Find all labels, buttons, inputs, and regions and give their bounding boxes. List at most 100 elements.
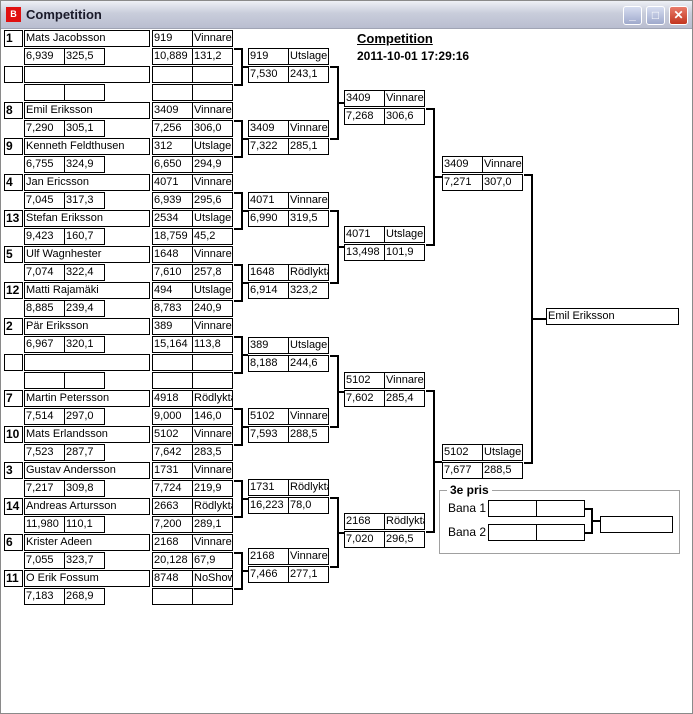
elapsed-time[interactable]: 16,223: [248, 497, 289, 514]
car-number[interactable]: 2168: [344, 513, 385, 530]
driver-name[interactable]: Emil Eriksson: [24, 102, 150, 119]
elapsed-time[interactable]: 7,610: [152, 264, 193, 281]
lane2-result[interactable]: [536, 524, 585, 541]
result-status[interactable]: Vinnare: [384, 372, 425, 389]
result-status[interactable]: Utslagen: [192, 282, 233, 299]
close-button[interactable]: ✕: [669, 6, 688, 25]
reaction-time[interactable]: 8,885: [24, 300, 65, 317]
speed[interactable]: 320,1: [64, 336, 105, 353]
car-number[interactable]: 1731: [152, 462, 193, 479]
car-number[interactable]: 2663: [152, 498, 193, 515]
car-number[interactable]: 312: [152, 138, 193, 155]
speed[interactable]: 319,5: [288, 210, 329, 227]
car-number[interactable]: 5102: [442, 444, 483, 461]
speed[interactable]: 240,9: [192, 300, 233, 317]
speed[interactable]: 78,0: [288, 497, 329, 514]
driver-name[interactable]: Ulf Wagnhester: [24, 246, 150, 263]
result-status[interactable]: Vinnare: [482, 156, 523, 173]
speed[interactable]: 324,9: [64, 156, 105, 173]
speed[interactable]: 110,1: [64, 516, 105, 533]
car-number[interactable]: 1731: [248, 479, 289, 496]
seed-number[interactable]: 6: [4, 534, 23, 551]
speed[interactable]: 285,4: [384, 390, 425, 407]
reaction-time[interactable]: 6,755: [24, 156, 65, 173]
car-number[interactable]: 1648: [152, 246, 193, 263]
lane2-car[interactable]: [488, 524, 537, 541]
car-number[interactable]: 5102: [344, 372, 385, 389]
driver-name[interactable]: Mats Jacobsson: [24, 30, 150, 47]
result-status[interactable]: Utslagen: [288, 337, 329, 354]
speed[interactable]: 322,4: [64, 264, 105, 281]
car-number[interactable]: 2534: [152, 210, 193, 227]
driver-name[interactable]: O Erik Fossum: [24, 570, 150, 587]
elapsed-time[interactable]: 10,889: [152, 48, 193, 65]
car-number[interactable]: 919: [248, 48, 289, 65]
car-number[interactable]: 4071: [344, 226, 385, 243]
speed[interactable]: 288,5: [288, 426, 329, 443]
speed[interactable]: 287,7: [64, 444, 105, 461]
elapsed-time[interactable]: 7,602: [344, 390, 385, 407]
driver-name[interactable]: Kenneth Feldthusen: [24, 138, 150, 155]
result-status[interactable]: Rödlyktan: [192, 498, 233, 515]
car-number[interactable]: 4071: [248, 192, 289, 209]
driver-name[interactable]: Andreas Artursson: [24, 498, 150, 515]
speed[interactable]: 101,9: [384, 244, 425, 261]
result-status[interactable]: NoShow: [192, 570, 233, 587]
final-winner[interactable]: Emil Eriksson: [546, 308, 679, 325]
title-bar[interactable]: B Competition _ □ ✕: [1, 1, 692, 29]
car-number[interactable]: 3409: [248, 120, 289, 137]
speed[interactable]: 244,6: [288, 355, 329, 372]
speed[interactable]: 239,4: [64, 300, 105, 317]
seed-number[interactable]: [4, 66, 23, 83]
result-status[interactable]: Vinnare: [192, 174, 233, 191]
reaction-time[interactable]: 7,514: [24, 408, 65, 425]
speed[interactable]: 113,8: [192, 336, 233, 353]
reaction-time[interactable]: 6,967: [24, 336, 65, 353]
reaction-time[interactable]: 7,045: [24, 192, 65, 209]
result-status[interactable]: Vinnare: [288, 192, 329, 209]
speed[interactable]: 297,0: [64, 408, 105, 425]
elapsed-time[interactable]: 18,759: [152, 228, 193, 245]
result-status[interactable]: Vinnare: [192, 30, 233, 47]
car-number[interactable]: [152, 66, 193, 83]
elapsed-time[interactable]: 8,783: [152, 300, 193, 317]
minimize-button[interactable]: _: [623, 6, 642, 25]
reaction-time[interactable]: [24, 372, 65, 389]
speed[interactable]: 294,9: [192, 156, 233, 173]
speed[interactable]: 309,8: [64, 480, 105, 497]
elapsed-time[interactable]: 15,164: [152, 336, 193, 353]
speed[interactable]: 325,5: [64, 48, 105, 65]
speed[interactable]: 67,9: [192, 552, 233, 569]
speed[interactable]: 323,7: [64, 552, 105, 569]
car-number[interactable]: 2168: [152, 534, 193, 551]
car-number[interactable]: 5102: [152, 426, 193, 443]
seed-number[interactable]: 2: [4, 318, 23, 335]
car-number[interactable]: 4071: [152, 174, 193, 191]
result-status[interactable]: Vinnare: [192, 426, 233, 443]
driver-name[interactable]: Gustav Andersson: [24, 462, 150, 479]
reaction-time[interactable]: 9,423: [24, 228, 65, 245]
result-status[interactable]: Vinnare: [384, 90, 425, 107]
reaction-time[interactable]: 7,290: [24, 120, 65, 137]
driver-name[interactable]: Mats Erlandsson: [24, 426, 150, 443]
driver-name[interactable]: Jan Ericsson: [24, 174, 150, 191]
speed[interactable]: 323,2: [288, 282, 329, 299]
speed[interactable]: [64, 372, 105, 389]
reaction-time[interactable]: 7,523: [24, 444, 65, 461]
elapsed-time[interactable]: 8,188: [248, 355, 289, 372]
seed-number[interactable]: 12: [4, 282, 23, 299]
elapsed-time[interactable]: 20,128: [152, 552, 193, 569]
elapsed-time[interactable]: 13,498: [344, 244, 385, 261]
driver-name[interactable]: Martin Petersson: [24, 390, 150, 407]
result-status[interactable]: Utslagen: [482, 444, 523, 461]
car-number[interactable]: 919: [152, 30, 193, 47]
speed[interactable]: [192, 84, 233, 101]
result-status[interactable]: Vinnare: [288, 408, 329, 425]
result-status[interactable]: Utslagen: [384, 226, 425, 243]
seed-number[interactable]: 9: [4, 138, 23, 155]
car-number[interactable]: 2168: [248, 548, 289, 565]
lane1-result[interactable]: [536, 500, 585, 517]
speed[interactable]: 268,9: [64, 588, 105, 605]
result-status[interactable]: Utslagen: [288, 48, 329, 65]
seed-number[interactable]: 3: [4, 462, 23, 479]
